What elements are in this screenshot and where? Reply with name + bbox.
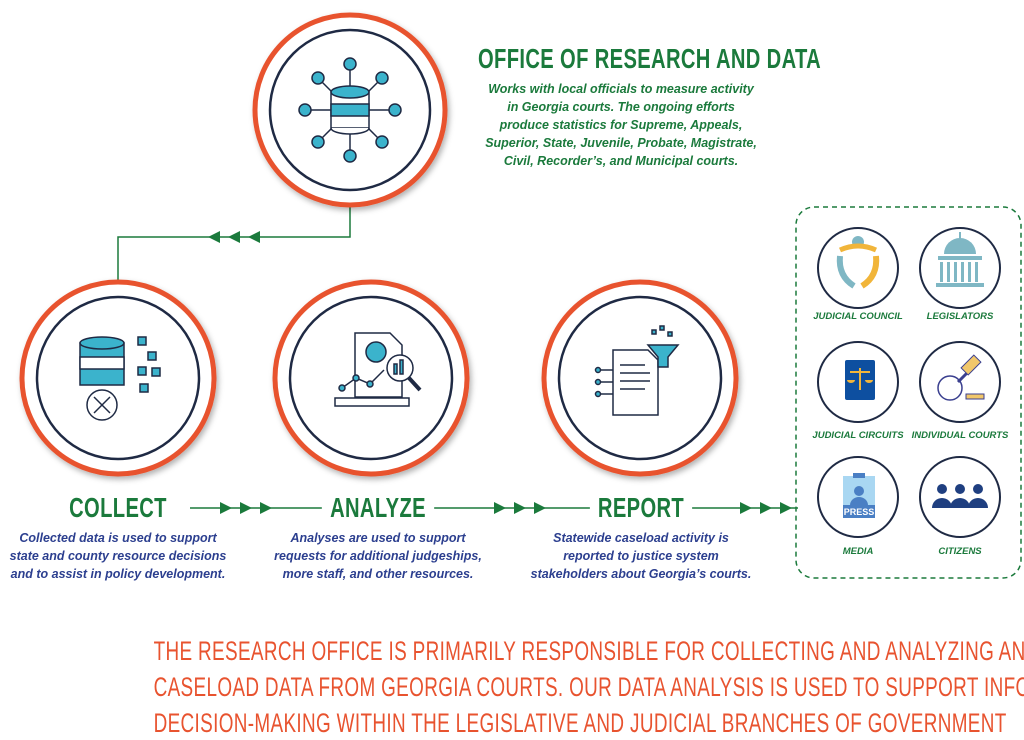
stakeholder-label-media: MEDIA (842, 546, 874, 557)
stakeholder-circles (817, 227, 1001, 538)
report-magnifier-icon (334, 332, 422, 407)
gavel-icon (937, 354, 985, 401)
connector-office-to-collect (117, 205, 351, 283)
analyze-title: ANALYZE (321, 492, 435, 524)
office-description-line: Civil, Recorder’s, and Municipal courts. (503, 154, 739, 168)
report-description-line: Statewide caseload activity is (553, 531, 729, 545)
office-description-line: in Georgia courts. The ongoing efforts (507, 100, 735, 114)
footer-line: CASELOAD DATA FROM GEORGIA COURTS. OUR D… (153, 672, 1024, 702)
analyze-circle (272, 279, 470, 477)
collect-title: COLLECT (46, 492, 190, 524)
arrow-left-icons (208, 231, 260, 243)
funnel-document-icon (594, 325, 680, 416)
collect-circle (19, 279, 217, 477)
office-description: Works with local officials to measure ac… (441, 80, 801, 170)
report-description: Statewide caseload activity is reported … (520, 529, 762, 583)
database-gear-icon (79, 336, 161, 421)
report-circle (541, 279, 739, 477)
office-description-line: Works with local officials to measure ac… (488, 82, 754, 96)
collect-description: Collected data is used to support state … (0, 529, 236, 583)
stakeholder-label-citizens: CITIZENS (938, 546, 982, 557)
flow-line (168, 502, 798, 514)
analyze-description-line: Analyses are used to support (290, 531, 466, 545)
analyze-description-line: more staff, and other resources. (282, 567, 474, 581)
press-badge-icon: PRESS (843, 473, 875, 518)
collect-description-line: Collected data is used to support (19, 531, 217, 545)
collect-description-line: state and county resource decisions (9, 549, 227, 563)
stakeholders-box (795, 206, 1022, 579)
stakeholder-label-judicial-council: JUDICIAL COUNCIL (813, 311, 903, 322)
office-description-line: Superior, State, Juvenile, Probate, Magi… (485, 136, 757, 150)
footer-line: THE RESEARCH OFFICE IS PRIMARILY RESPONS… (153, 636, 1024, 666)
office-title: OFFICE OF RESEARCH AND DATA (478, 43, 822, 74)
law-book-icon (845, 360, 875, 400)
report-description-line: stakeholders about Georgia’s courts. (530, 567, 752, 581)
database-network-icon (298, 57, 402, 163)
footer-line: DECISION-MAKING WITHIN THE LEGISLATIVE A… (153, 708, 1007, 738)
people-icon (932, 484, 988, 508)
press-badge-text: PRESS (844, 507, 875, 517)
report-title: REPORT (589, 492, 693, 524)
analyze-description: Analyses are used to support requests fo… (258, 529, 498, 583)
stakeholder-label-judicial-circuits: JUDICIAL CIRCUITS (812, 430, 904, 441)
report-description-line: reported to justice system (563, 549, 719, 563)
analyze-description-line: requests for additional judgeships, (274, 549, 482, 563)
office-description-line: produce statistics for Supreme, Appeals, (499, 118, 743, 132)
stakeholder-label-individual-courts: INDIVIDUAL COURTS (911, 430, 1009, 441)
stakeholder-label-legislators: LEGISLATORS (926, 311, 994, 322)
handshake-scales-icon (836, 236, 880, 289)
collect-description-line: and to assist in policy development. (10, 567, 226, 581)
capitol-icon (936, 232, 984, 287)
office-circle (252, 12, 448, 208)
